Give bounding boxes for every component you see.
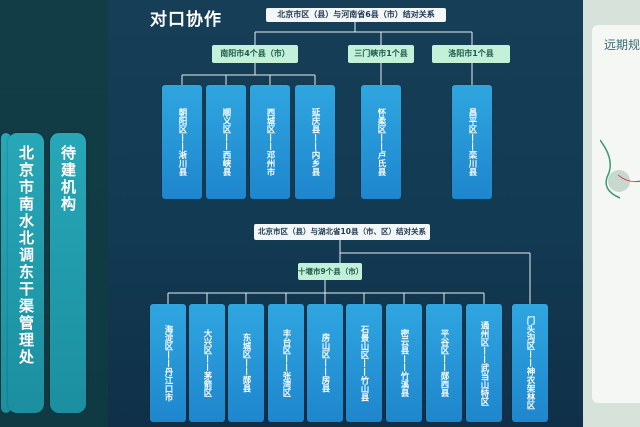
section1-group-1: 三门峡市1个县 [348, 45, 414, 63]
pair-box: 门头沟区——神农架林区 [512, 304, 548, 422]
map-route-icon [600, 139, 640, 199]
pair-box: 朝阳区——淅川县 [162, 85, 202, 199]
pair-box: 密云县——竹溪县 [386, 304, 422, 422]
pair-box: 通州区——武当山特区 [466, 304, 502, 422]
left-card-text: 北京市南水北调东干渠管理处 [17, 145, 35, 366]
right-card [592, 25, 640, 403]
right-card-title: 远期规 [604, 38, 640, 52]
left-card-0 [1, 133, 11, 413]
page-title: 对口协作 [150, 10, 222, 30]
left-card-2: 待建机构 [50, 133, 86, 413]
section2-group-0: 十堰市9个县（市） [298, 263, 362, 280]
left-card-1: 北京市南水北调东干渠管理处 [8, 133, 44, 413]
pair-box: 房山区——房县 [307, 304, 343, 422]
pair-box: 东城区——郧县 [228, 304, 264, 422]
pair-box: 顺义区——西峡县 [206, 85, 246, 199]
pair-box: 延庆县——内乡县 [295, 85, 335, 199]
map-marker-icon [608, 170, 630, 192]
pair-box: 丰台区——张湾区 [268, 304, 304, 422]
pair-box: 平谷区——郧西县 [426, 304, 462, 422]
left-card-text: 待建机构 [59, 145, 77, 213]
section1-group-0: 南阳市4个县（市） [212, 45, 298, 63]
pair-box: 怀柔区——卢氏县 [361, 85, 401, 199]
pair-box: 海淀区——丹江口市 [150, 304, 186, 422]
section1-header: 北京市区（县）与河南省6县（市）结对关系 [266, 8, 446, 22]
section2-header: 北京市区（县）与湖北省10县（市、区）结对关系 [254, 224, 430, 240]
pair-box: 昌平区——栾川县 [452, 85, 492, 199]
center-panel [108, 0, 583, 427]
pair-box: 石景山区——竹山县 [346, 304, 382, 422]
section1-group-2: 洛阳市1个县 [432, 45, 510, 63]
pair-box: 西城区——邓州市 [250, 85, 290, 199]
pair-box: 大兴区——茅箭区 [189, 304, 225, 422]
